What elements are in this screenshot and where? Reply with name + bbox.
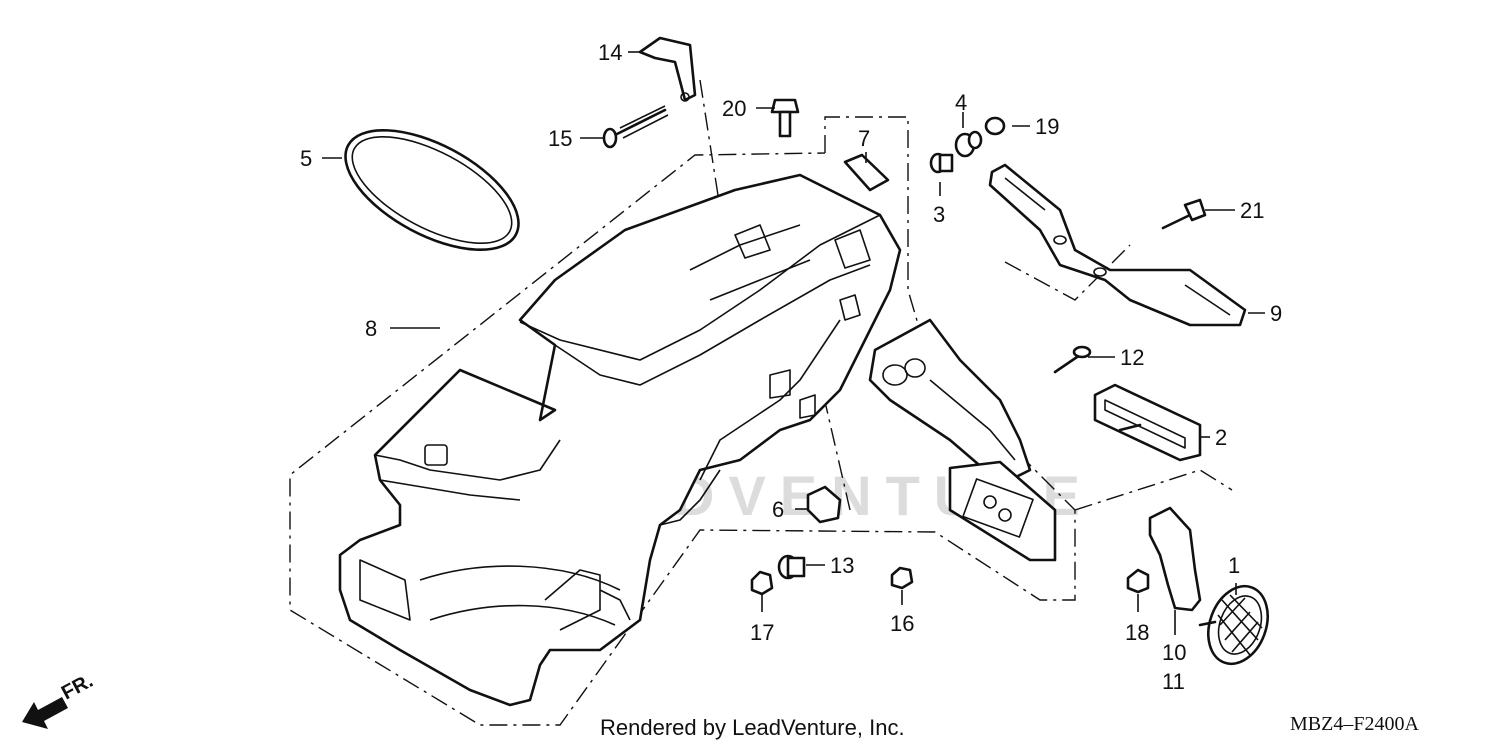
callout-4: 4 xyxy=(955,90,967,115)
front-label: FR. xyxy=(58,670,97,705)
front-direction-indicator: FR. xyxy=(22,670,97,729)
bolt-part-20 xyxy=(770,98,800,138)
callout-8: 8 xyxy=(365,316,377,341)
nut-part-17 xyxy=(750,570,774,596)
callout-2: 2 xyxy=(1215,425,1227,450)
collar-part-3 xyxy=(929,152,954,174)
license-light-bracket xyxy=(868,318,1057,562)
collar-part-13 xyxy=(777,554,806,580)
callout-15: 15 xyxy=(548,126,572,151)
nut-part-16 xyxy=(890,566,914,590)
washer-part-19 xyxy=(984,116,1006,136)
sponge-part-7 xyxy=(843,153,890,192)
callout-10: 10 xyxy=(1162,640,1186,665)
screw-part-12 xyxy=(1053,345,1092,374)
screw-part-15 xyxy=(602,105,669,149)
callout-7: 7 xyxy=(858,126,870,151)
seal-ring-part-5 xyxy=(344,128,520,252)
bracket-part-9 xyxy=(988,163,1247,327)
callout-5: 5 xyxy=(300,146,312,171)
callout-16: 16 xyxy=(890,611,914,636)
grommet-part-4 xyxy=(954,130,983,158)
bolt-part-21 xyxy=(1161,198,1207,230)
rear-fender-part-8 xyxy=(338,173,902,707)
callout-3: 3 xyxy=(933,202,945,227)
leader-lines xyxy=(322,51,1265,635)
front-arrow-icon xyxy=(22,697,68,729)
clamp-part-14 xyxy=(638,36,697,102)
nut-part-18 xyxy=(1126,568,1150,594)
callout-21: 21 xyxy=(1240,198,1264,223)
callout-1: 1 xyxy=(1228,553,1240,578)
lens-part-2 xyxy=(1093,383,1202,462)
callout-18: 18 xyxy=(1125,620,1149,645)
callout-17: 17 xyxy=(750,620,774,645)
callout-20: 20 xyxy=(722,96,746,121)
callout-14: 14 xyxy=(598,40,622,65)
clip-nut-part-6 xyxy=(806,485,842,524)
callout-19: 19 xyxy=(1035,114,1059,139)
reflector-bracket-part-10-11 xyxy=(1148,506,1202,612)
callout-13: 13 xyxy=(830,553,854,578)
callout-11: 11 xyxy=(1162,669,1185,694)
reflector-part-1 xyxy=(1198,584,1269,666)
credit-text: Rendered by LeadVenture, Inc. xyxy=(600,715,905,740)
callout-6: 6 xyxy=(772,497,784,522)
callout-12: 12 xyxy=(1120,345,1144,370)
callout-9: 9 xyxy=(1270,301,1282,326)
callout-numbers: 1 2 3 4 5 6 7 8 9 10 11 12 13 14 15 16 1… xyxy=(300,40,1282,694)
drawing-code: MBZ4–F2400A xyxy=(1290,713,1419,735)
